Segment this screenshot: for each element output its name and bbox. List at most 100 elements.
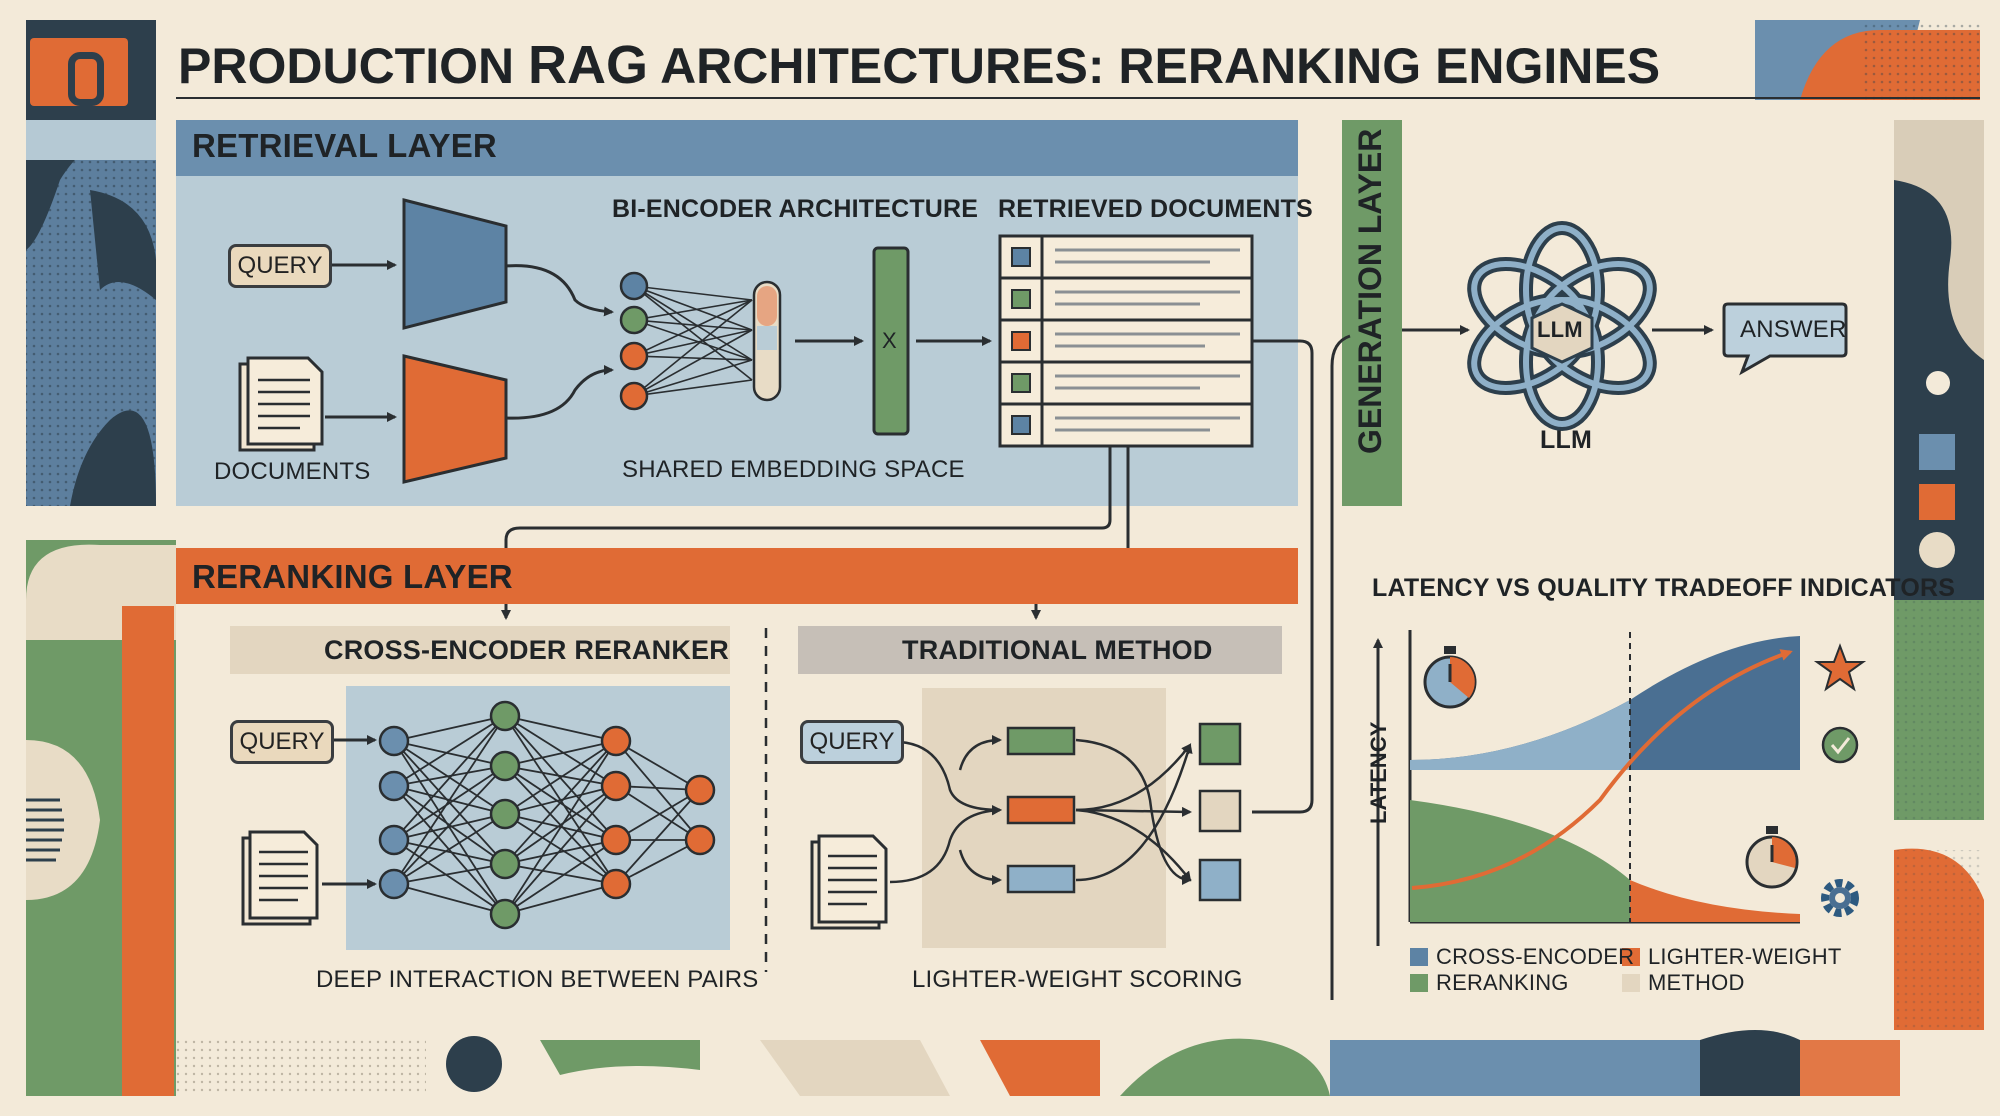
network-edge bbox=[504, 715, 617, 787]
network-node bbox=[684, 824, 716, 856]
generation-layer-heading: GENERATION LAYER bbox=[1352, 128, 1388, 454]
network-edge bbox=[393, 765, 506, 787]
network-node bbox=[489, 798, 521, 830]
network-node bbox=[378, 770, 410, 802]
title-emphasis: RAG bbox=[528, 35, 649, 95]
network-edge bbox=[615, 740, 701, 791]
legend-method: METHOD bbox=[1648, 970, 1745, 995]
document-icon bbox=[241, 830, 319, 926]
network-edge bbox=[504, 785, 617, 915]
network-edge bbox=[615, 789, 701, 885]
bi-encoder-label: BI-ENCODER ARCHITECTURE bbox=[612, 195, 979, 223]
decor-left bbox=[26, 20, 176, 1096]
retrieval-layer-heading: RETRIEVAL LAYER bbox=[192, 127, 497, 164]
tradeoff-heading: LATENCY VS QUALITY TRADEOFF INDICATORS bbox=[1372, 574, 1956, 602]
legend-lighter-weight: LIGHTER-WEIGHT bbox=[1648, 944, 1842, 969]
cross-encoder-caption: DEEP INTERACTION BETWEEN PAIRS bbox=[316, 966, 759, 993]
network-node bbox=[489, 700, 521, 732]
embedding-network bbox=[633, 285, 753, 397]
network-edge bbox=[393, 740, 506, 767]
network-edge bbox=[504, 839, 617, 865]
document-icon bbox=[238, 356, 324, 452]
network-edge bbox=[615, 789, 701, 841]
stopwatch-icon bbox=[1745, 826, 1799, 889]
network-node bbox=[600, 868, 632, 900]
retrieval-layer bbox=[176, 120, 1298, 506]
decor-right bbox=[1894, 120, 1984, 1030]
network-edge bbox=[504, 839, 617, 915]
stopwatch-icon bbox=[1423, 646, 1477, 709]
reranking-layer-heading: RERANKING LAYER bbox=[192, 558, 513, 595]
retrieved-documents-label: RETRIEVED DOCUMENTS bbox=[998, 195, 1313, 223]
network-node bbox=[600, 824, 632, 856]
cross-encoder-network bbox=[378, 700, 716, 930]
answer-label: ANSWER bbox=[1740, 316, 1847, 343]
decor-top-right bbox=[1755, 20, 1980, 100]
network-node bbox=[489, 750, 521, 782]
network-node bbox=[600, 770, 632, 802]
generation-layer bbox=[1342, 120, 1848, 506]
network-edge bbox=[393, 813, 506, 841]
network-node bbox=[684, 774, 716, 806]
multiply-symbol: X bbox=[882, 328, 897, 353]
traditional-query-pill: QUERY bbox=[800, 720, 904, 764]
llm-badge: LLM bbox=[1537, 317, 1583, 342]
logo-chip bbox=[30, 38, 128, 106]
network-edge bbox=[504, 785, 617, 815]
network-edge bbox=[504, 785, 617, 865]
answer-bubble bbox=[1722, 302, 1848, 376]
network-edge bbox=[393, 765, 506, 885]
network-edge bbox=[393, 883, 506, 915]
network-node bbox=[378, 725, 410, 757]
network-edge bbox=[393, 715, 506, 787]
document-encoder bbox=[402, 354, 508, 484]
network-edge bbox=[393, 839, 506, 915]
network-edge bbox=[504, 765, 617, 787]
check-circle-icon bbox=[1821, 726, 1859, 764]
network-node bbox=[489, 898, 521, 930]
network-node bbox=[489, 848, 521, 880]
network-edge bbox=[393, 765, 506, 841]
cross-query-pill: QUERY bbox=[230, 720, 334, 764]
title-suffix: ARCHITECTURES: RERANKING ENGINES bbox=[660, 38, 1661, 94]
network-edge bbox=[393, 715, 506, 885]
retrieved-documents-list bbox=[998, 234, 1254, 448]
network-edge bbox=[504, 740, 617, 915]
decor-bottom bbox=[176, 1030, 1900, 1096]
page-title: PRODUCTION RAG ARCHITECTURES: RERANKING … bbox=[178, 34, 1660, 96]
traditional-heading: TRADITIONAL METHOD bbox=[902, 635, 1213, 665]
network-edge bbox=[504, 863, 617, 885]
gear-icon bbox=[1821, 879, 1859, 917]
reranking-layer bbox=[176, 548, 1298, 972]
network-node bbox=[378, 824, 410, 856]
query-encoder bbox=[402, 198, 508, 330]
document-icon bbox=[810, 834, 888, 930]
network-edge bbox=[504, 740, 617, 865]
network-edge bbox=[393, 813, 506, 885]
network-edge bbox=[504, 740, 617, 815]
network-edge bbox=[393, 839, 506, 865]
documents-label: DOCUMENTS bbox=[214, 458, 371, 485]
network-edge bbox=[393, 715, 506, 841]
network-edge bbox=[615, 740, 701, 841]
network-edge bbox=[504, 715, 617, 742]
embedding-space-label: SHARED EMBEDDING SPACE bbox=[622, 456, 965, 483]
traditional-caption: LIGHTER-WEIGHT SCORING bbox=[912, 966, 1243, 993]
cross-encoder-heading: CROSS-ENCODER RERANKER bbox=[324, 635, 729, 665]
legend-cross-encoder: CROSS-ENCODER bbox=[1436, 944, 1635, 969]
llm-caption: LLM bbox=[1540, 426, 1592, 454]
tradeoff-chart bbox=[1373, 630, 1867, 992]
network-edge bbox=[615, 839, 701, 885]
network-edge bbox=[393, 715, 506, 742]
similarity-operator bbox=[872, 246, 910, 436]
network-edge bbox=[615, 785, 701, 841]
star-icon bbox=[1813, 643, 1867, 692]
network-node bbox=[600, 725, 632, 757]
legend-reranking: RERANKING bbox=[1436, 970, 1569, 995]
network-node bbox=[378, 868, 410, 900]
network-edge bbox=[504, 740, 617, 767]
retrieval-query-pill: QUERY bbox=[228, 244, 332, 288]
network-edge bbox=[504, 883, 617, 915]
